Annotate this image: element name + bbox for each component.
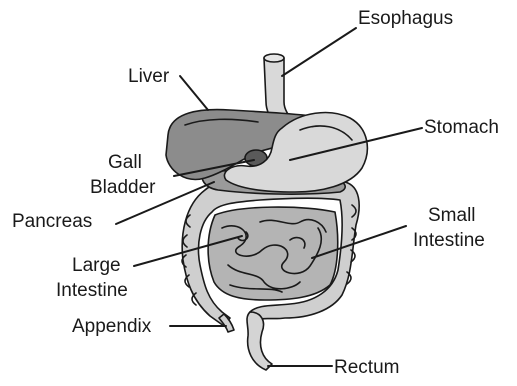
label-large-intestine-line2: Intestine xyxy=(56,280,128,301)
rectum xyxy=(247,312,272,370)
label-pancreas: Pancreas xyxy=(12,211,92,232)
label-liver: Liver xyxy=(128,66,170,87)
label-small-intestine-line1: Small xyxy=(428,205,476,226)
leader-liver xyxy=(180,76,208,110)
label-gall-bladder-line1: Gall xyxy=(108,152,142,173)
esophagus-opening xyxy=(264,54,284,62)
label-small-intestine-line2: Intestine xyxy=(413,230,485,251)
leader-esophagus xyxy=(282,28,356,76)
label-gall-bladder-line2: Bladder xyxy=(90,177,156,198)
small-intestine xyxy=(208,207,338,300)
label-appendix: Appendix xyxy=(72,316,152,337)
label-stomach: Stomach xyxy=(424,117,499,138)
label-large-intestine-line1: Large xyxy=(72,255,121,276)
label-rectum: Rectum xyxy=(334,357,399,378)
label-esophagus: Esophagus xyxy=(358,8,453,29)
